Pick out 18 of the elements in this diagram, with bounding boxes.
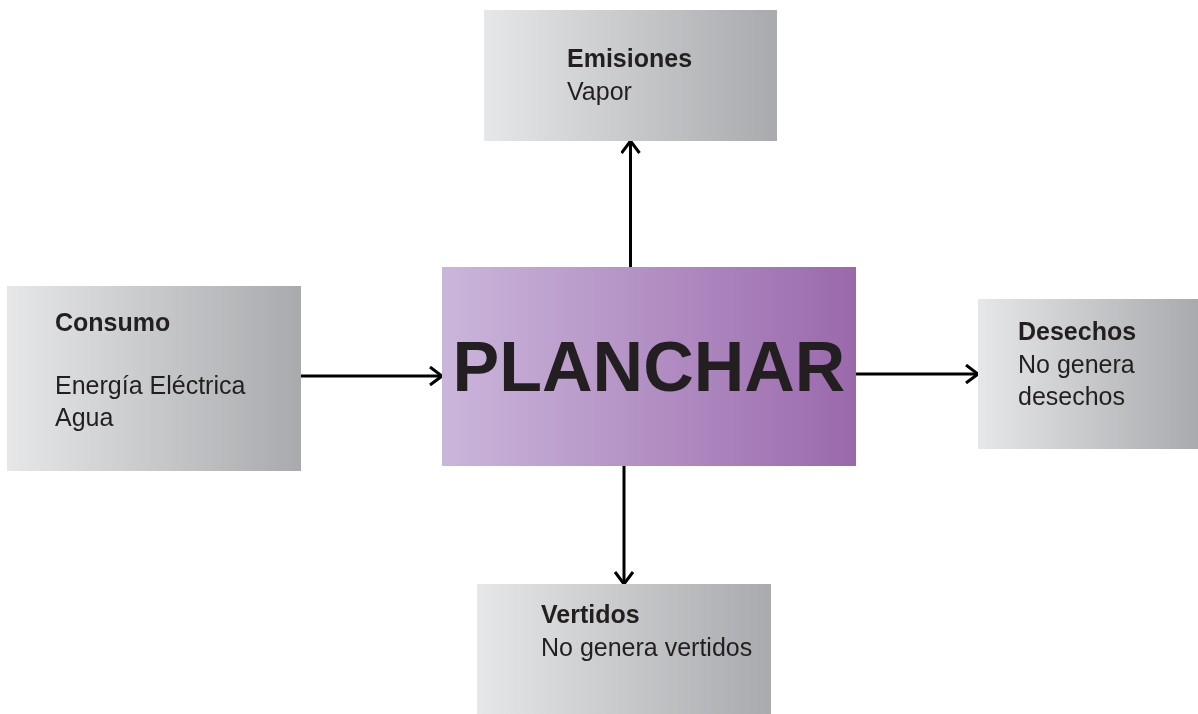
arrow [301, 365, 444, 387]
arrow [856, 363, 980, 385]
process-title: PLANCHAR [452, 331, 846, 402]
box-heading: Emisiones [567, 43, 694, 74]
process-box [442, 267, 856, 466]
info-box [484, 10, 777, 141]
box-heading: Consumo [55, 307, 172, 338]
box-text: Energía Eléctrica Agua [55, 369, 247, 433]
info-box [7, 286, 301, 471]
box-text: Vapor [567, 75, 633, 107]
box-text: No genera vertidos [541, 631, 754, 663]
info-box [978, 299, 1198, 449]
box-heading: Vertidos [541, 599, 641, 630]
info-box [477, 584, 771, 714]
arrow [620, 139, 641, 267]
arrow [613, 466, 635, 586]
box-text: No genera desechos [1018, 348, 1136, 412]
box-heading: Desechos [1018, 316, 1138, 347]
